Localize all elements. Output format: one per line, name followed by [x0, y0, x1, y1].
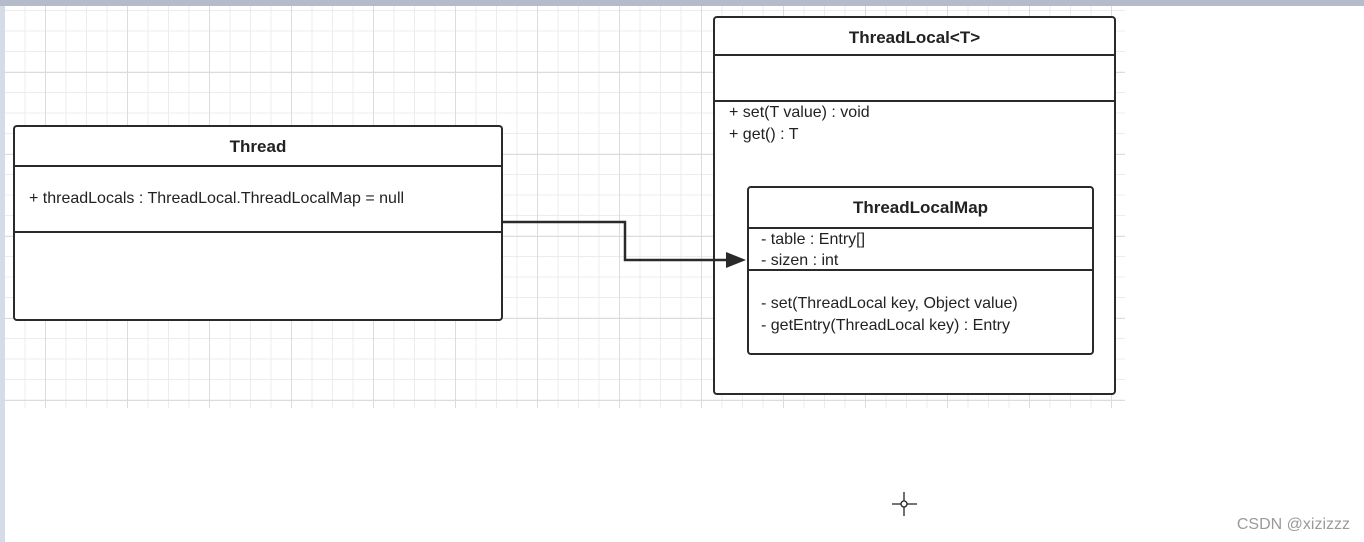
- top-bar: [0, 0, 1364, 6]
- divider: [715, 54, 1114, 56]
- threadlocalmap-attribute: - sizen : int: [761, 252, 839, 269]
- divider: [15, 231, 501, 233]
- threadlocal-method: + get() : T: [729, 126, 799, 143]
- divider: [715, 100, 1114, 102]
- divider: [749, 227, 1092, 229]
- threadlocalmap-method: - set(ThreadLocal key, Object value): [761, 295, 1018, 312]
- thread-attribute: + threadLocals : ThreadLocal.ThreadLocal…: [29, 190, 405, 207]
- divider: [15, 165, 501, 167]
- divider: [749, 269, 1092, 271]
- threadlocalmap-method: - getEntry(ThreadLocal key) : Entry: [761, 317, 1010, 334]
- threadlocalmap-attribute: - table : Entry[]: [761, 231, 866, 248]
- thread-class-name: Thread: [229, 137, 287, 156]
- crosshair-cursor-icon: [892, 492, 917, 516]
- threadlocalmap-class-box[interactable]: ThreadLocalMap - table : Entry[] - sizen…: [747, 186, 1094, 355]
- left-bar: [0, 6, 5, 542]
- watermark: CSDN @xizizzz: [1236, 516, 1350, 533]
- thread-class-box[interactable]: Thread + threadLocals : ThreadLocal.Thre…: [13, 125, 503, 321]
- threadlocalmap-class-name: ThreadLocalMap: [852, 198, 989, 217]
- threadlocal-class-name: ThreadLocal<T>: [848, 28, 981, 47]
- threadlocal-method: + set(T value) : void: [729, 104, 870, 121]
